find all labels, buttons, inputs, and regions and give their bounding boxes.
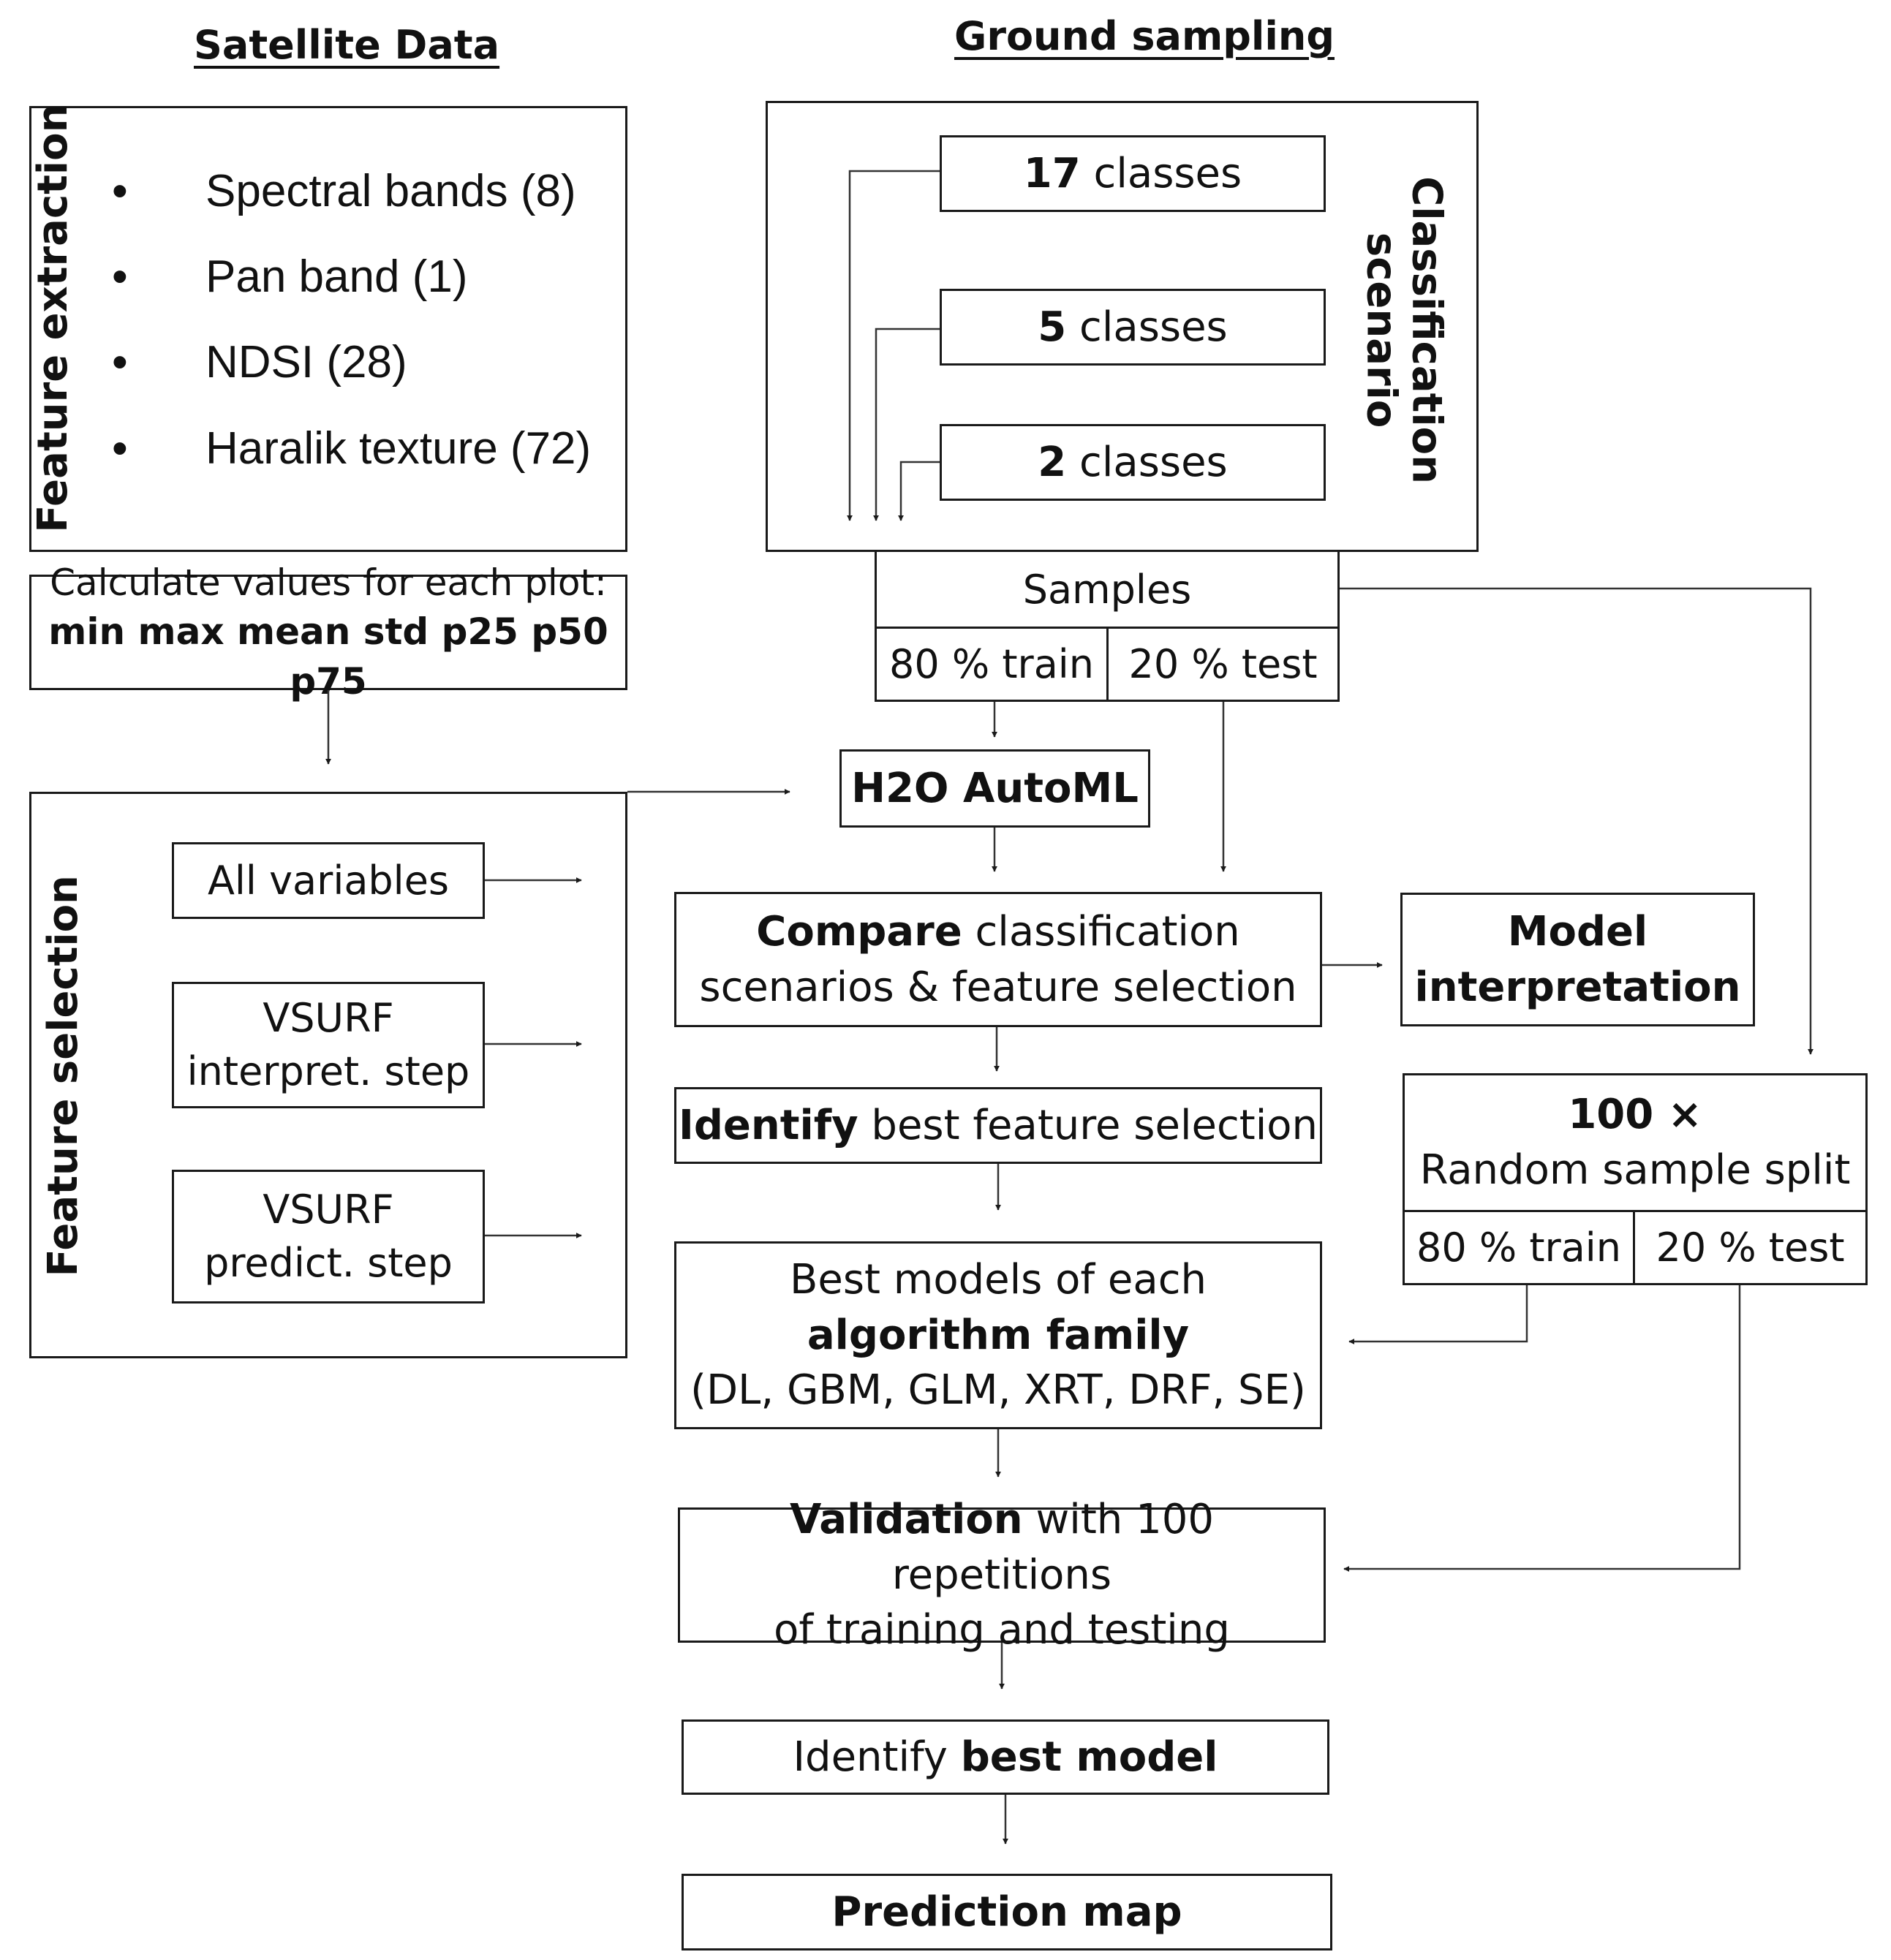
class-17-box: 17 classes [940, 135, 1326, 212]
random-split-test-cell: 20 % test [1633, 1210, 1868, 1285]
feature-extraction-box: Feature extraction • Spectral bands (8) … [29, 104, 627, 552]
compare-line-1: Compare classification [756, 907, 1240, 956]
compare-box: Compare classification scenarios & featu… [674, 892, 1322, 1027]
best-models-line-3: (DL, GBM, GLM, XRT, DRF, SE) [690, 1366, 1306, 1415]
random-split-test-label: 20 % test [1656, 1225, 1845, 1271]
random-split-box: 100 × Random sample split [1403, 1073, 1868, 1212]
satellite-data-heading: Satellite Data [194, 22, 500, 68]
random-split-title: Random sample split [1419, 1146, 1851, 1194]
calculate-line-2: min max mean std p25 p50 p75 [48, 610, 608, 703]
all-variables-box: All variables [172, 842, 485, 919]
validation-box: Validation with 100 repetitions of train… [678, 1496, 1326, 1654]
class-5-label: 5 classes [1038, 303, 1228, 351]
samples-test-label: 20 % test [1128, 641, 1318, 687]
samples-test-cell: 20 % test [1106, 627, 1340, 702]
vsurf-interpret-line-1: VSURF [263, 994, 394, 1041]
best-models-box: Best models of each algorithm family (DL… [674, 1241, 1322, 1429]
compare-line-2: scenarios & feature selection [699, 963, 1297, 1011]
calculate-values-box: Calculate values for each plot: min max … [29, 561, 627, 703]
vsurf-interpret-box: VSURF interpret. step [172, 982, 485, 1108]
best-models-line-2: algorithm family [807, 1311, 1190, 1359]
samples-train-cell: 80 % train [875, 627, 1109, 702]
identify-feature-box: Identify best feature selection [674, 1087, 1322, 1164]
best-models-line-1: Best models of each [790, 1256, 1207, 1304]
random-split-count: 100 × [1568, 1091, 1702, 1139]
validation-line-1: Validation with 100 repetitions [790, 1496, 1214, 1599]
calculate-line-1: Calculate values for each plot: [50, 561, 607, 604]
vsurf-predict-box: VSURF predict. step [172, 1170, 485, 1303]
class-2-box: 2 classes [940, 424, 1326, 501]
h2o-automl-label: H2O AutoML [851, 765, 1139, 812]
all-variables-label: All variables [207, 858, 450, 904]
class-5-box: 5 classes [940, 289, 1326, 366]
identify-feature-label: Identify best feature selection [678, 1102, 1318, 1149]
vsurf-predict-line-2: predict. step [204, 1239, 453, 1286]
random-split-train-label: 80 % train [1416, 1225, 1622, 1271]
samples-train-label: 80 % train [888, 641, 1095, 687]
ground-sampling-heading: Ground sampling [954, 13, 1335, 59]
class-17-label: 17 classes [1023, 150, 1242, 197]
samples-title: Samples [1022, 566, 1192, 613]
class-2-label: 2 classes [1038, 439, 1228, 486]
samples-box: Samples [875, 550, 1340, 629]
arrow-random-train-to-best [1348, 1285, 1528, 1344]
prediction-map-label: Prediction map [831, 1888, 1182, 1936]
random-split-train-cell: 80 % train [1403, 1210, 1635, 1285]
arrow-2-classes [898, 461, 940, 521]
h2o-automl-box: H2O AutoML [839, 749, 1150, 828]
vsurf-interpret-line-2: interpret. step [186, 1048, 470, 1094]
vsurf-predict-line-1: VSURF [263, 1186, 394, 1233]
identify-best-model-box: Identify best model [682, 1719, 1329, 1795]
model-interpretation-line-2: interpretation [1414, 963, 1741, 1011]
prediction-map-box: Prediction map [682, 1874, 1332, 1950]
model-interpretation-box: Model interpretation [1400, 893, 1755, 1026]
arrow-17-classes [847, 170, 940, 521]
arrow-samples-to-random [1340, 587, 1813, 1055]
identify-best-model-label: Identify best model [793, 1733, 1218, 1781]
arrow-5-classes [873, 328, 940, 521]
model-interpretation-line-1: Model [1507, 907, 1648, 956]
arrow-random-test-to-validation [1343, 1285, 1741, 1572]
